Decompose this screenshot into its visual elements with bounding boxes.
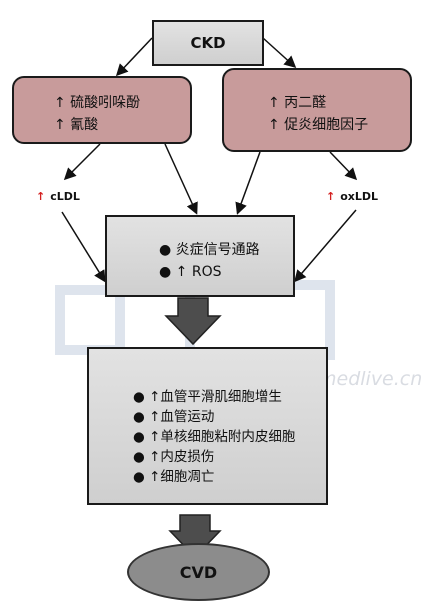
- arrow-ckd-left: [115, 37, 153, 77]
- block-arrow-mid-to-bottom: [164, 297, 222, 346]
- right-factor-2: ↑ 促炎细胞因子: [268, 117, 369, 133]
- middle-mechanism-box: ● 炎症信号通路 ● ↑ ROS: [105, 215, 295, 297]
- outcome-box: ● ↑血管平滑肌细胞增生 ● ↑血管运动 ● ↑单核细胞粘附内皮细胞 ● ↑内皮…: [87, 347, 328, 505]
- right-factor-box: ↑ 丙二醛 ↑ 促炎细胞因子: [222, 68, 412, 152]
- outcome-5: ● ↑细胞凋亡: [133, 469, 215, 485]
- oxldl-label: ↑ oxLDL: [326, 190, 378, 203]
- ckd-box: CKD: [152, 20, 264, 66]
- outcome-2: ● ↑血管运动: [133, 409, 215, 425]
- arrow-oxldl-to-mid: [294, 209, 357, 283]
- outcome-4: ● ↑内皮损伤: [133, 449, 215, 465]
- arrow-ckd-right: [262, 37, 297, 69]
- arrow-right-to-oxldl: [329, 151, 358, 181]
- right-factor-1: ↑ 丙二醛: [268, 95, 327, 111]
- mechanism-2: ● ↑ ROS: [159, 264, 222, 280]
- cldl-text: cLDL: [50, 190, 80, 203]
- up-arrow-icon: ↑: [36, 190, 46, 203]
- arrow-left-to-cldl: [63, 143, 101, 181]
- left-factor-box: ↑ 硫酸吲哚酚 ↑ 氰酸: [12, 76, 192, 144]
- outcome-1: ● ↑血管平滑肌细胞增生: [133, 389, 282, 405]
- left-factor-1: ↑ 硫酸吲哚酚: [54, 95, 141, 111]
- arrow-left-to-mid: [164, 143, 198, 215]
- watermark-text: medlive.cn: [318, 368, 421, 390]
- mechanism-1: ● 炎症信号通路: [159, 242, 260, 258]
- left-factor-2: ↑ 氰酸: [54, 117, 99, 133]
- oxldl-text: oxLDL: [340, 190, 379, 203]
- arrow-right-to-mid: [235, 151, 261, 215]
- cldl-label: ↑ cLDL: [36, 190, 80, 203]
- outcome-3: ● ↑单核细胞粘附内皮细胞: [133, 429, 296, 445]
- arrow-cldl-to-mid: [61, 211, 106, 283]
- cvd-ellipse: CVD: [127, 543, 270, 601]
- up-arrow-icon: ↑: [326, 190, 336, 203]
